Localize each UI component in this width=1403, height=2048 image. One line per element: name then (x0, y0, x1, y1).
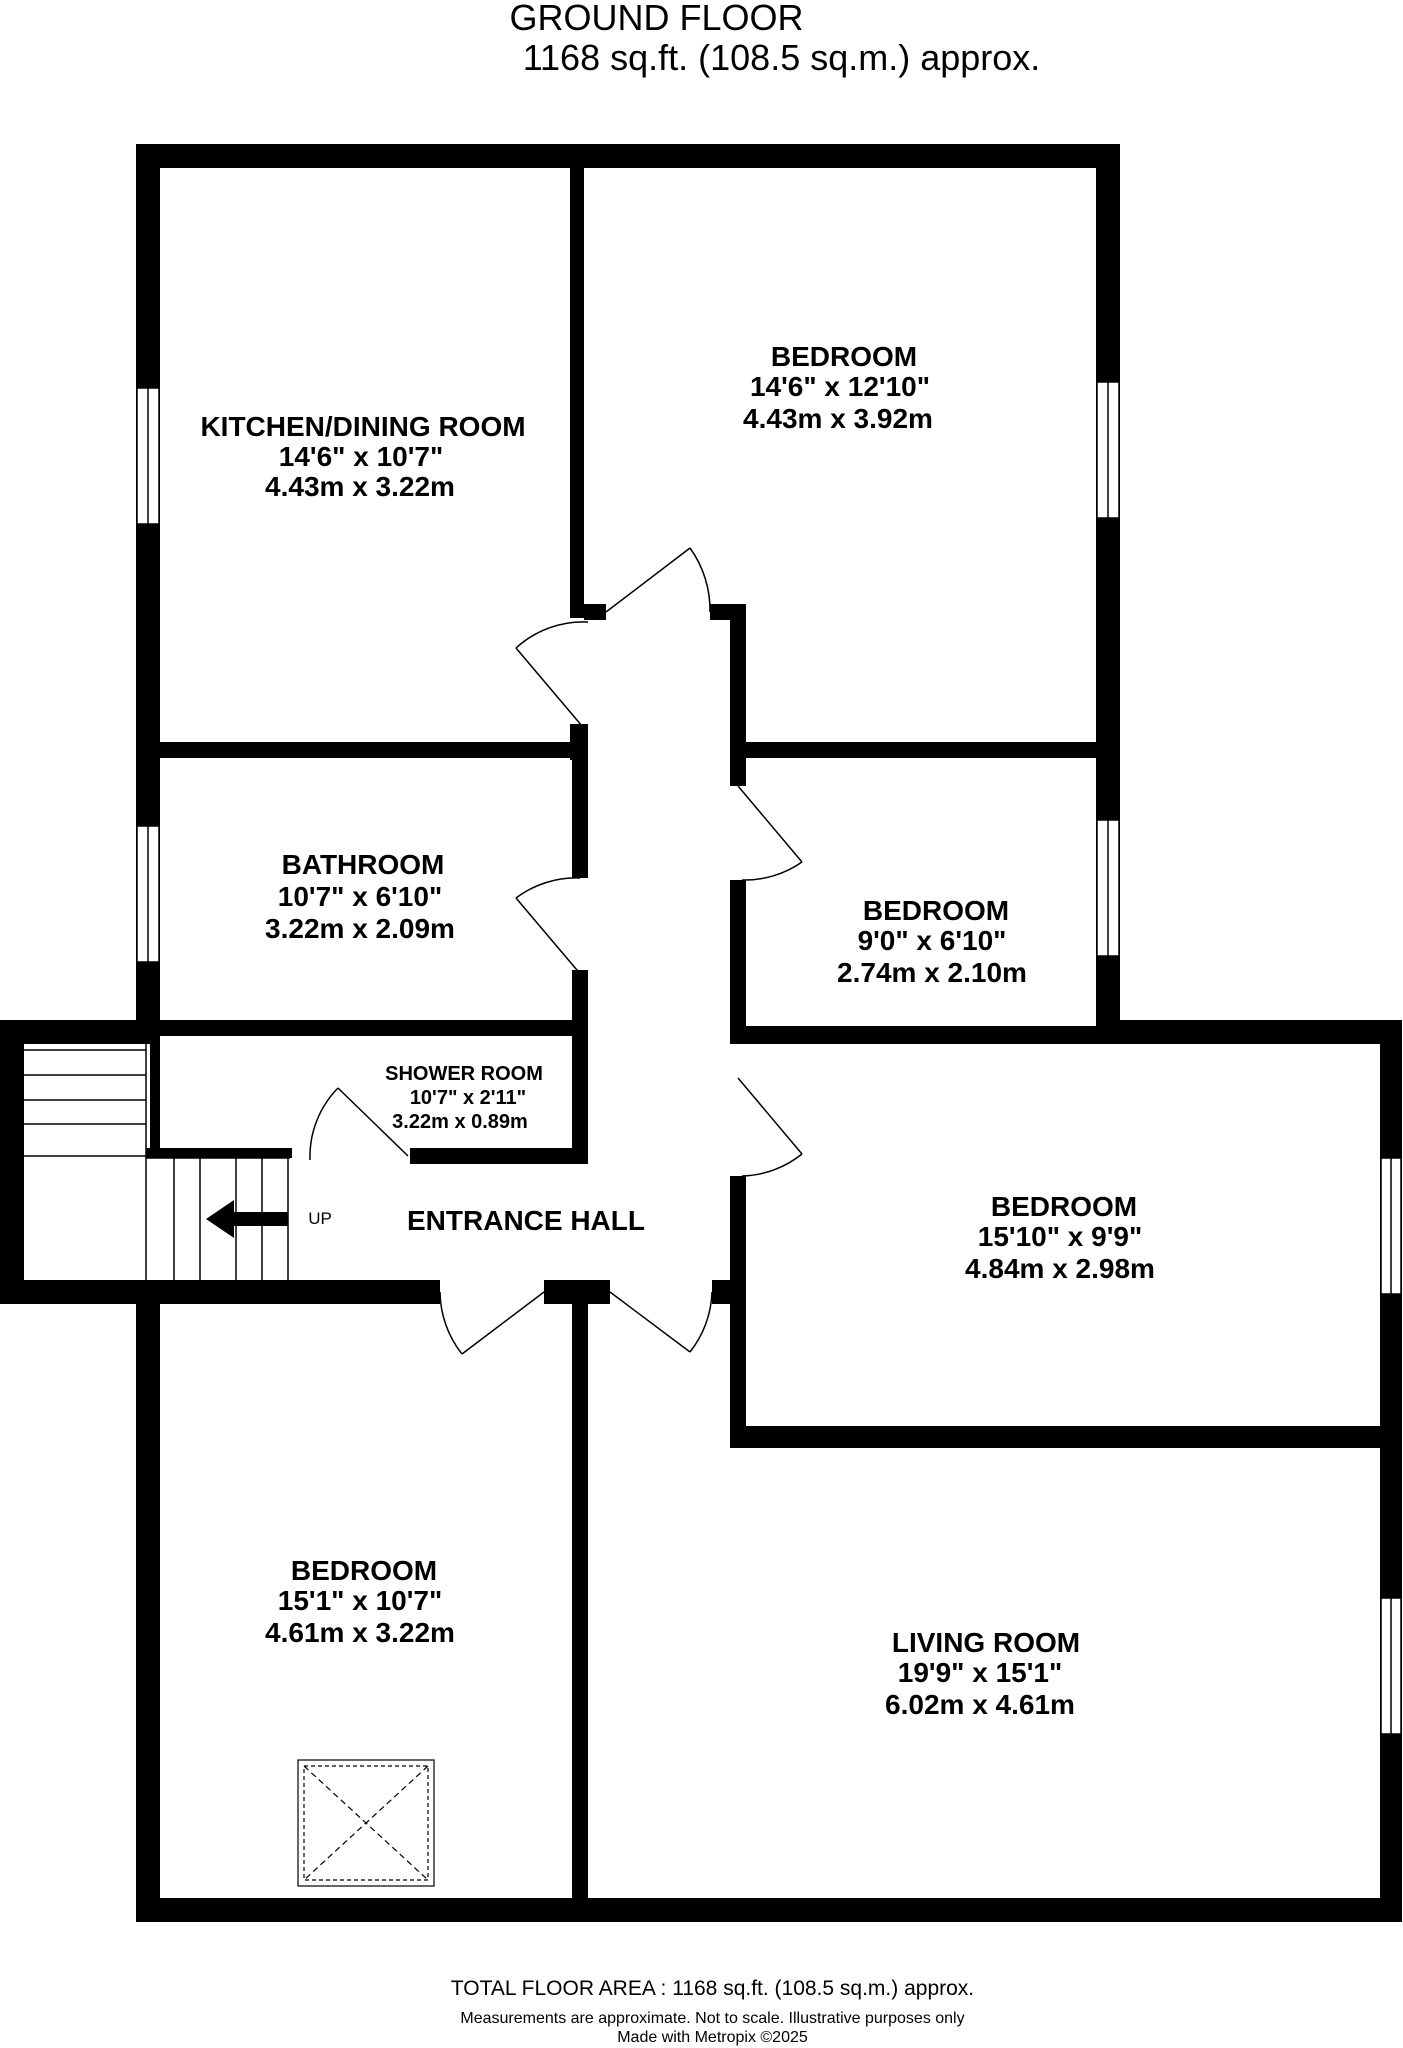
room-imperial: 19'9" x 15'1" (898, 1657, 1062, 1688)
room-imperial: 10'7" x 6'10" (278, 881, 442, 912)
room-name: KITCHEN/DINING ROOM (200, 411, 525, 442)
stairs-arrow-icon (206, 1200, 288, 1238)
credit: Made with Metropix ©2025 (617, 2029, 808, 2046)
floor-area: 1168 sq.ft. (108.5 sq.m.) approx. (522, 37, 1041, 78)
window-bedroom-2 (1096, 819, 1120, 957)
stairs-up-label: UP (308, 1209, 332, 1228)
door-bathroom (515, 877, 583, 977)
door-bedroom-3 (737, 1077, 803, 1177)
room-imperial: 14'6" x 10'7" (279, 441, 443, 472)
room-name: BEDROOM (991, 1191, 1137, 1222)
window-bathroom (136, 825, 160, 963)
room-metric: 3.22m x 0.89m (392, 1111, 528, 1133)
door-bedroom-2 (737, 785, 803, 881)
room-imperial: 9'0" x 6'10" (858, 925, 1007, 956)
room-imperial: 14'6" x 12'10" (750, 371, 930, 402)
door-bedroom-1 (605, 547, 711, 613)
room-name: BEDROOM (863, 895, 1009, 926)
room-imperial: 10'7" x 2'11" (410, 1087, 526, 1109)
room-metric: 3.22m x 2.09m (265, 913, 455, 944)
room-metric: 2.74m x 2.10m (837, 957, 1027, 988)
doors (309, 547, 803, 1355)
room-metric: 4.43m x 3.92m (743, 403, 933, 434)
total-floor-area: TOTAL FLOOR AREA : 1168 sq.ft. (108.5 sq… (450, 1977, 975, 2000)
room-name: BEDROOM (771, 341, 917, 372)
window-kitchen (136, 387, 160, 525)
room-bedroom-1: BEDROOM 14'6" x 12'10" 4.43m x 3.92m (743, 341, 933, 434)
door-shower (309, 1087, 409, 1161)
room-name: BATHROOM (282, 849, 445, 880)
room-bedroom-4: BEDROOM 15'1" x 10'7" 4.61m x 3.22m (265, 1555, 455, 1648)
room-metric: 6.02m x 4.61m (885, 1689, 1075, 1720)
skylight-icon (297, 1759, 435, 1887)
window-living (1380, 1597, 1402, 1735)
room-kitchen: KITCHEN/DINING ROOM 14'6" x 10'7" 4.43m … (200, 411, 525, 502)
room-name: LIVING ROOM (892, 1627, 1080, 1658)
room-bedroom-2: BEDROOM 9'0" x 6'10" 2.74m x 2.10m (837, 895, 1027, 988)
door-living (609, 1291, 713, 1353)
window-bedroom-1 (1096, 381, 1120, 519)
door-entrance (439, 1291, 545, 1355)
door-kitchen (515, 621, 589, 727)
room-metric: 4.61m x 3.22m (265, 1617, 455, 1648)
room-metric: 4.84m x 2.98m (965, 1253, 1155, 1284)
floor-title: GROUND FLOOR (509, 0, 804, 38)
room-shower: SHOWER ROOM 10'7" x 2'11" 3.22m x 0.89m (385, 1063, 543, 1133)
windows (136, 381, 1402, 1735)
room-name: SHOWER ROOM (385, 1063, 543, 1085)
entrance-hall-label: ENTRANCE HALL (407, 1205, 645, 1236)
room-living: LIVING ROOM 19'9" x 15'1" 6.02m x 4.61m (885, 1627, 1080, 1720)
room-bedroom-3: BEDROOM 15'10" x 9'9" 4.84m x 2.98m (965, 1191, 1155, 1284)
room-metric: 4.43m x 3.22m (265, 471, 455, 502)
window-bedroom-3 (1380, 1157, 1402, 1295)
room-imperial: 15'10" x 9'9" (978, 1221, 1142, 1252)
room-bathroom: BATHROOM 10'7" x 6'10" 3.22m x 2.09m (265, 849, 455, 944)
room-name: BEDROOM (291, 1555, 437, 1586)
room-imperial: 15'1" x 10'7" (278, 1585, 442, 1616)
disclaimer: Measurements are approximate. Not to sca… (460, 2010, 965, 2027)
